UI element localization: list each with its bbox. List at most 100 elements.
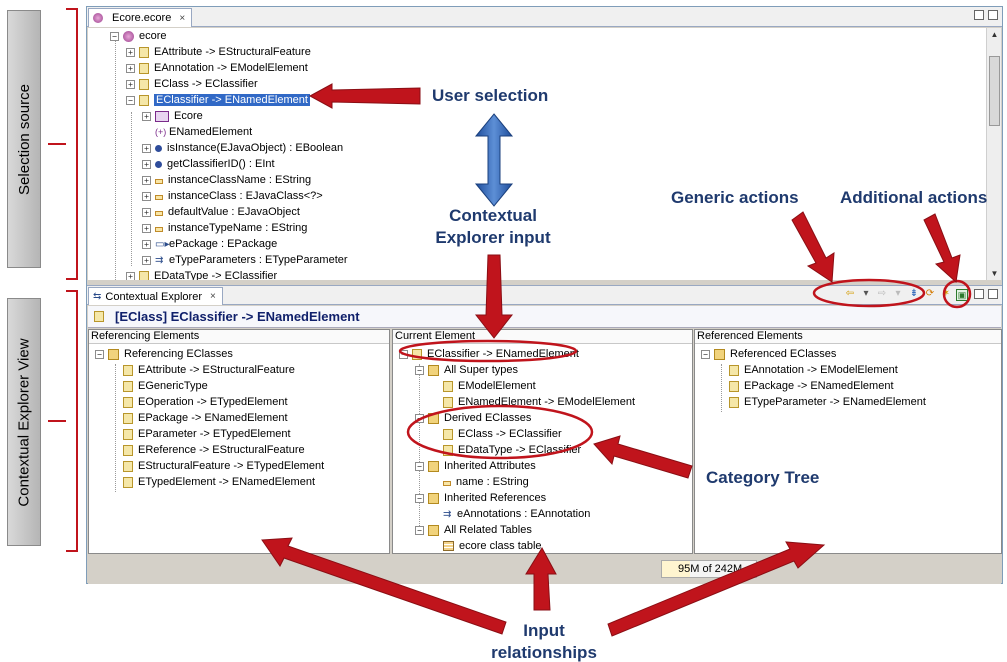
generic-actions-toolbar: ⇦ ▾ ⇨ ▾ ⇟ ⟳ ✶ <box>844 288 952 300</box>
category-icon <box>108 348 119 360</box>
back-icon[interactable]: ⇦ <box>845 288 855 299</box>
category-item[interactable]: name : EString <box>443 474 529 490</box>
referenced-item[interactable]: EPackage -> ENamedElement <box>729 378 894 394</box>
tree-row-label: instanceClass : EJavaClass<?> <box>168 190 323 202</box>
tree-row[interactable]: (+) ENamedElement <box>155 124 252 140</box>
minimize-icon[interactable] <box>974 10 984 20</box>
referencing-item[interactable]: EAttribute -> EStructuralFeature <box>123 362 295 378</box>
referenced-item[interactable]: ETypeParameter -> ENamedElement <box>729 394 926 410</box>
referencing-pane-title: Referencing Elements <box>89 330 389 344</box>
collapse-icon[interactable]: − <box>415 365 424 375</box>
ecore-editor-tree: − ecore + EAttribute -> EStructuralFeatu… <box>88 28 986 280</box>
referenced-group[interactable]: − Referenced EClasses <box>701 346 836 362</box>
category-item[interactable]: EClass -> EClassifier <box>443 426 562 442</box>
referencing-item-label: EReference -> EStructuralFeature <box>138 444 305 456</box>
collapse-icon[interactable]: − <box>415 525 424 535</box>
referencing-item[interactable]: EGenericType <box>123 378 208 394</box>
expand-icon[interactable]: + <box>142 239 151 249</box>
refresh-icon[interactable]: ⟳ <box>925 288 935 299</box>
expand-icon[interactable]: + <box>142 111 151 121</box>
back-menu-icon[interactable]: ▾ <box>863 288 869 299</box>
scroll-down-icon[interactable]: ▼ <box>990 269 999 278</box>
category-group[interactable]: − All Related Tables <box>415 522 532 538</box>
referencing-item[interactable]: EOperation -> ETypedElement <box>123 394 288 410</box>
tree-row[interactable]: + EDataType -> EClassifier <box>126 268 277 280</box>
tree-row[interactable]: + Ecore <box>142 108 203 124</box>
expand-icon[interactable]: + <box>126 271 135 280</box>
category-group[interactable]: − All Super types <box>415 362 518 378</box>
referencing-item[interactable]: EPackage -> ENamedElement <box>123 410 288 426</box>
referencing-item-label: EGenericType <box>138 380 208 392</box>
collapse-icon[interactable]: − <box>126 95 135 105</box>
tree-root[interactable]: − ecore <box>110 28 167 44</box>
tree-row[interactable]: + getClassifierID() : EInt <box>142 156 275 172</box>
eclass-icon <box>123 412 133 424</box>
collapse-icon[interactable]: − <box>415 493 424 503</box>
collapse-icon[interactable]: − <box>95 349 104 359</box>
editor-scrollbar[interactable]: ▲ ▼ <box>986 28 1001 280</box>
close-icon[interactable]: × <box>179 12 186 24</box>
explorer-input-header: [EClass] EClassifier -> ENamedElement <box>88 306 1001 328</box>
expand-icon[interactable]: + <box>142 159 151 169</box>
tree-row[interactable]: + ▭▸ ePackage : EPackage <box>142 236 277 252</box>
referencing-item[interactable]: EParameter -> ETypedElement <box>123 426 291 442</box>
expand-icon[interactable]: + <box>126 47 135 57</box>
selection-source-brace <box>66 8 78 280</box>
collapse-icon[interactable]: − <box>701 349 710 359</box>
tree-guide <box>115 40 116 280</box>
tree-row[interactable]: + isInstance(EJavaObject) : EBoolean <box>142 140 343 156</box>
input-relationships-left-arrow <box>261 537 507 635</box>
minimize-icon[interactable] <box>974 289 984 299</box>
expand-icon[interactable]: + <box>142 143 151 153</box>
expand-icon[interactable]: + <box>142 175 151 185</box>
expand-icon[interactable]: + <box>126 63 135 73</box>
referencing-item[interactable]: ETypedElement -> ENamedElement <box>123 474 315 490</box>
operation-icon <box>155 160 162 168</box>
scroll-up-icon[interactable]: ▲ <box>990 30 999 39</box>
expand-icon[interactable]: + <box>142 255 151 265</box>
expand-icon[interactable]: + <box>142 207 151 217</box>
tree-row[interactable]: + EClass -> EClassifier <box>126 76 258 92</box>
contextual-input-line2: Explorer input <box>435 228 551 247</box>
annotation-icon <box>155 110 169 122</box>
tree-row-label: EAttribute -> EStructuralFeature <box>154 46 311 58</box>
blue-double-arrow <box>474 113 514 207</box>
referencing-group[interactable]: − Referencing EClasses <box>95 346 233 362</box>
tree-row[interactable]: + EAttribute -> EStructuralFeature <box>126 44 311 60</box>
editor-tab[interactable]: Ecore.ecore × <box>88 8 193 27</box>
collapse-icon[interactable]: − <box>110 31 119 41</box>
explorer-tab[interactable]: ⇆ Contextual Explorer × <box>88 287 223 305</box>
category-item[interactable]: EModelElement <box>443 378 536 394</box>
forward-menu-icon[interactable]: ▾ <box>895 288 901 299</box>
tree-row[interactable]: + defaultValue : EJavaObject <box>142 204 300 220</box>
category-group[interactable]: − Inherited Attributes <box>415 458 536 474</box>
tree-row[interactable]: + instanceTypeName : EString <box>142 220 307 236</box>
tree-row[interactable]: + instanceClass : EJavaClass<?> <box>142 188 323 204</box>
referencing-item[interactable]: EReference -> EStructuralFeature <box>123 442 305 458</box>
pin-icon[interactable]: ✶ <box>941 288 951 299</box>
hierarchy-icon[interactable]: ⇟ <box>909 288 919 299</box>
category-item[interactable]: ⇉eAnnotations : EAnnotation <box>443 506 590 522</box>
maximize-icon[interactable] <box>988 10 998 20</box>
expand-icon[interactable]: + <box>142 223 151 233</box>
expand-icon[interactable]: + <box>142 191 151 201</box>
forward-icon[interactable]: ⇨ <box>877 288 887 299</box>
tree-row[interactable]: + EAnnotation -> EModelElement <box>126 60 308 76</box>
category-item[interactable]: ecore class table <box>443 538 542 553</box>
collapse-icon[interactable]: − <box>415 461 424 471</box>
category-group[interactable]: − Inherited References <box>415 490 546 506</box>
expand-icon[interactable]: + <box>126 79 135 89</box>
selection-highlight-ellipse <box>398 339 578 363</box>
eclipse-window: Ecore.ecore × − ecore + EAttribute -> ES… <box>86 6 1003 584</box>
scrollbar-thumb[interactable] <box>989 56 1000 126</box>
referencing-item[interactable]: EStructuralFeature -> ETypedElement <box>123 458 324 474</box>
tree-row-selected[interactable]: − EClassifier -> ENamedElement <box>126 92 310 108</box>
maximize-icon[interactable] <box>988 289 998 299</box>
referenced-item[interactable]: EAnnotation -> EModelElement <box>729 362 898 378</box>
tree-row[interactable]: + ⇉ eTypeParameters : ETypeParameter <box>142 252 348 268</box>
tree-row[interactable]: + instanceClassName : EString <box>142 172 311 188</box>
additional-action-icon[interactable]: ▣ <box>956 289 968 301</box>
editor-tab-title: Ecore.ecore <box>112 12 172 24</box>
tree-row-label: isInstance(EJavaObject) : EBoolean <box>167 142 344 154</box>
close-icon[interactable]: × <box>210 291 216 302</box>
